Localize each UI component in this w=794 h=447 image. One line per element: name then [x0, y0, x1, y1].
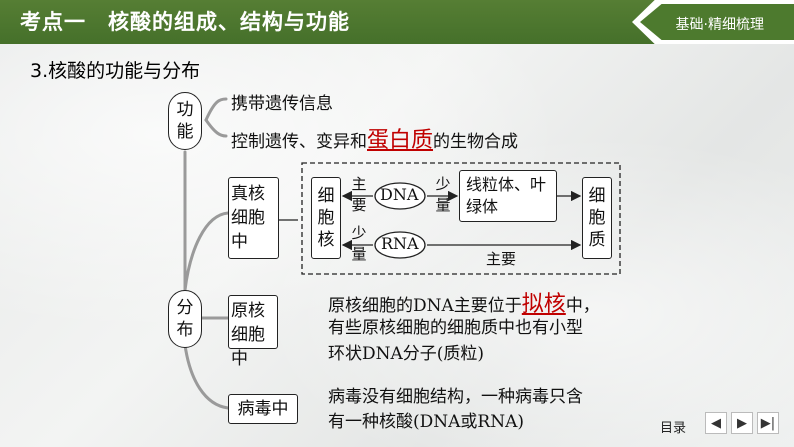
distribution-label-box: 分 布: [168, 290, 202, 348]
nucleus-box: 细 胞 核: [311, 177, 341, 259]
prev-icon[interactable]: ◀: [705, 412, 727, 434]
function-label-char: 能: [176, 122, 194, 142]
highlight-protein: 蛋白质: [367, 128, 434, 153]
eukaryote-label: 真核细胞中: [231, 184, 265, 252]
prokaryote-desc-line3: 环状DNA分子(质粒): [328, 344, 485, 364]
cytoplasm-box: 细 胞 质: [582, 177, 612, 259]
rna-label: RNA: [381, 234, 419, 253]
toc-link[interactable]: 目录: [660, 421, 687, 436]
section-tag-label: 基础·精细梳理: [675, 17, 764, 33]
eukaryote-box: 真核细胞中: [228, 177, 279, 259]
dna-label: DNA: [380, 185, 419, 204]
organelle-box: 线粒体、叶绿体: [459, 170, 557, 222]
next-icon[interactable]: ▶: [731, 412, 753, 434]
virus-desc-line1: 病毒没有细胞结构，一种病毒只含: [328, 387, 583, 407]
rna-mainly-label: 主要: [486, 250, 517, 268]
dna-mainly-label: 主要: [351, 175, 367, 214]
prokaryote-box: 原核细胞中: [228, 295, 278, 369]
last-icon[interactable]: ▶|: [757, 412, 779, 434]
dna-little-label: 少量: [435, 175, 451, 214]
distribution-label-char: 布: [176, 320, 194, 340]
virus-desc-line2: 有一种核酸(DNA或RNA): [328, 412, 524, 432]
prokaryote-desc-line2: 有些原核细胞的细胞质中也有小型: [328, 318, 583, 338]
function-label-box: 功 能: [168, 92, 202, 150]
function-label-char: 功: [176, 100, 194, 120]
distribution-label-char: 分: [176, 298, 194, 318]
prokaryote-desc-line1: 原核细胞的DNA主要位于拟核中，: [328, 292, 600, 317]
highlight-nucleoid: 拟核: [521, 292, 566, 317]
page-title: 考点一 核酸的组成、结构与功能: [20, 10, 350, 34]
function-item-2: 控制遗传、变异和蛋白质的生物合成: [231, 128, 519, 153]
function-item-1: 携带遗传信息: [231, 94, 333, 114]
rna-little-label: 少量: [351, 224, 367, 263]
section-heading: 3.核酸的功能与分布: [30, 60, 201, 82]
virus-box: 病毒中: [228, 394, 298, 424]
header-bar: 考点一 核酸的组成、结构与功能 基础·精细梳理: [0, 0, 794, 44]
section-tag: [640, 4, 794, 40]
